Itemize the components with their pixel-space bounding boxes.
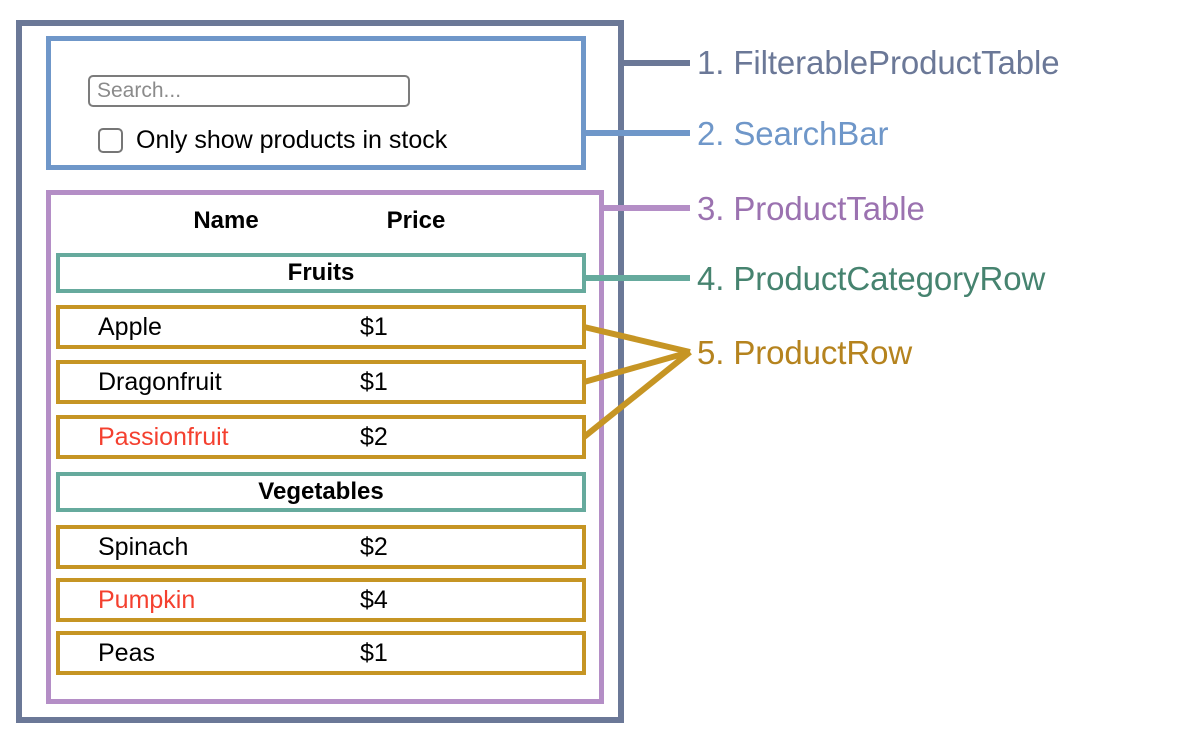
product-category-row: Vegetables [56, 472, 586, 512]
only-in-stock-row[interactable]: Only show products in stock [98, 128, 447, 153]
legend-number: 2. [697, 115, 725, 152]
product-table-header: Name Price [56, 200, 594, 242]
product-row[interactable]: Spinach $2 [56, 525, 586, 569]
product-row-price: $1 [360, 312, 388, 341]
product-table-box [46, 190, 604, 704]
legend-number: 1. [697, 44, 725, 81]
legend-item-filterable-product-table: 1.FilterableProductTable [697, 44, 1060, 81]
product-row[interactable]: Apple $1 [56, 305, 586, 349]
product-row[interactable]: Pumpkin $4 [56, 578, 586, 622]
search-bar-box [46, 36, 586, 170]
legend-label-text: ProductCategoryRow [733, 260, 1046, 297]
only-in-stock-label: Only show products in stock [136, 126, 448, 154]
legend-number: 3. [697, 190, 725, 227]
legend-number: 4. [697, 260, 725, 297]
legend-item-search-bar: 2.SearchBar [697, 117, 888, 150]
product-row-price: $2 [360, 532, 388, 561]
product-row-price: $1 [360, 638, 388, 667]
legend-label-text: ProductRow [733, 334, 913, 371]
legend-label-text: FilterableProductTable [733, 44, 1060, 81]
product-row-price: $4 [360, 585, 388, 614]
product-row-price: $1 [360, 367, 388, 396]
legend-item-product-category-row: 4.ProductCategoryRow [697, 262, 1045, 295]
product-row-name: Spinach [98, 532, 189, 561]
only-in-stock-checkbox[interactable] [98, 128, 123, 153]
product-row[interactable]: Peas $1 [56, 631, 586, 675]
product-row[interactable]: Dragonfruit $1 [56, 360, 586, 404]
product-category-row-label: Fruits [287, 259, 355, 286]
search-input[interactable] [88, 75, 410, 107]
product-row[interactable]: Passionfruit $2 [56, 415, 586, 459]
column-header-name: Name [193, 207, 259, 234]
legend-label-text: SearchBar [733, 115, 889, 152]
product-row-name: Apple [98, 312, 162, 341]
product-row-price: $2 [360, 422, 388, 451]
legend-label-text: ProductTable [733, 190, 925, 227]
product-row-name: Peas [98, 638, 155, 667]
product-category-row-label: Vegetables [258, 478, 384, 505]
legend-item-product-row: 5.ProductRow [697, 336, 912, 369]
legend-number: 5. [697, 334, 725, 371]
column-header-price: Price [386, 207, 446, 234]
product-row-name: Passionfruit [98, 422, 229, 451]
legend-item-product-table: 3.ProductTable [697, 192, 925, 225]
product-row-name: Dragonfruit [98, 367, 222, 396]
product-category-row: Fruits [56, 253, 586, 293]
product-row-name: Pumpkin [98, 585, 196, 614]
